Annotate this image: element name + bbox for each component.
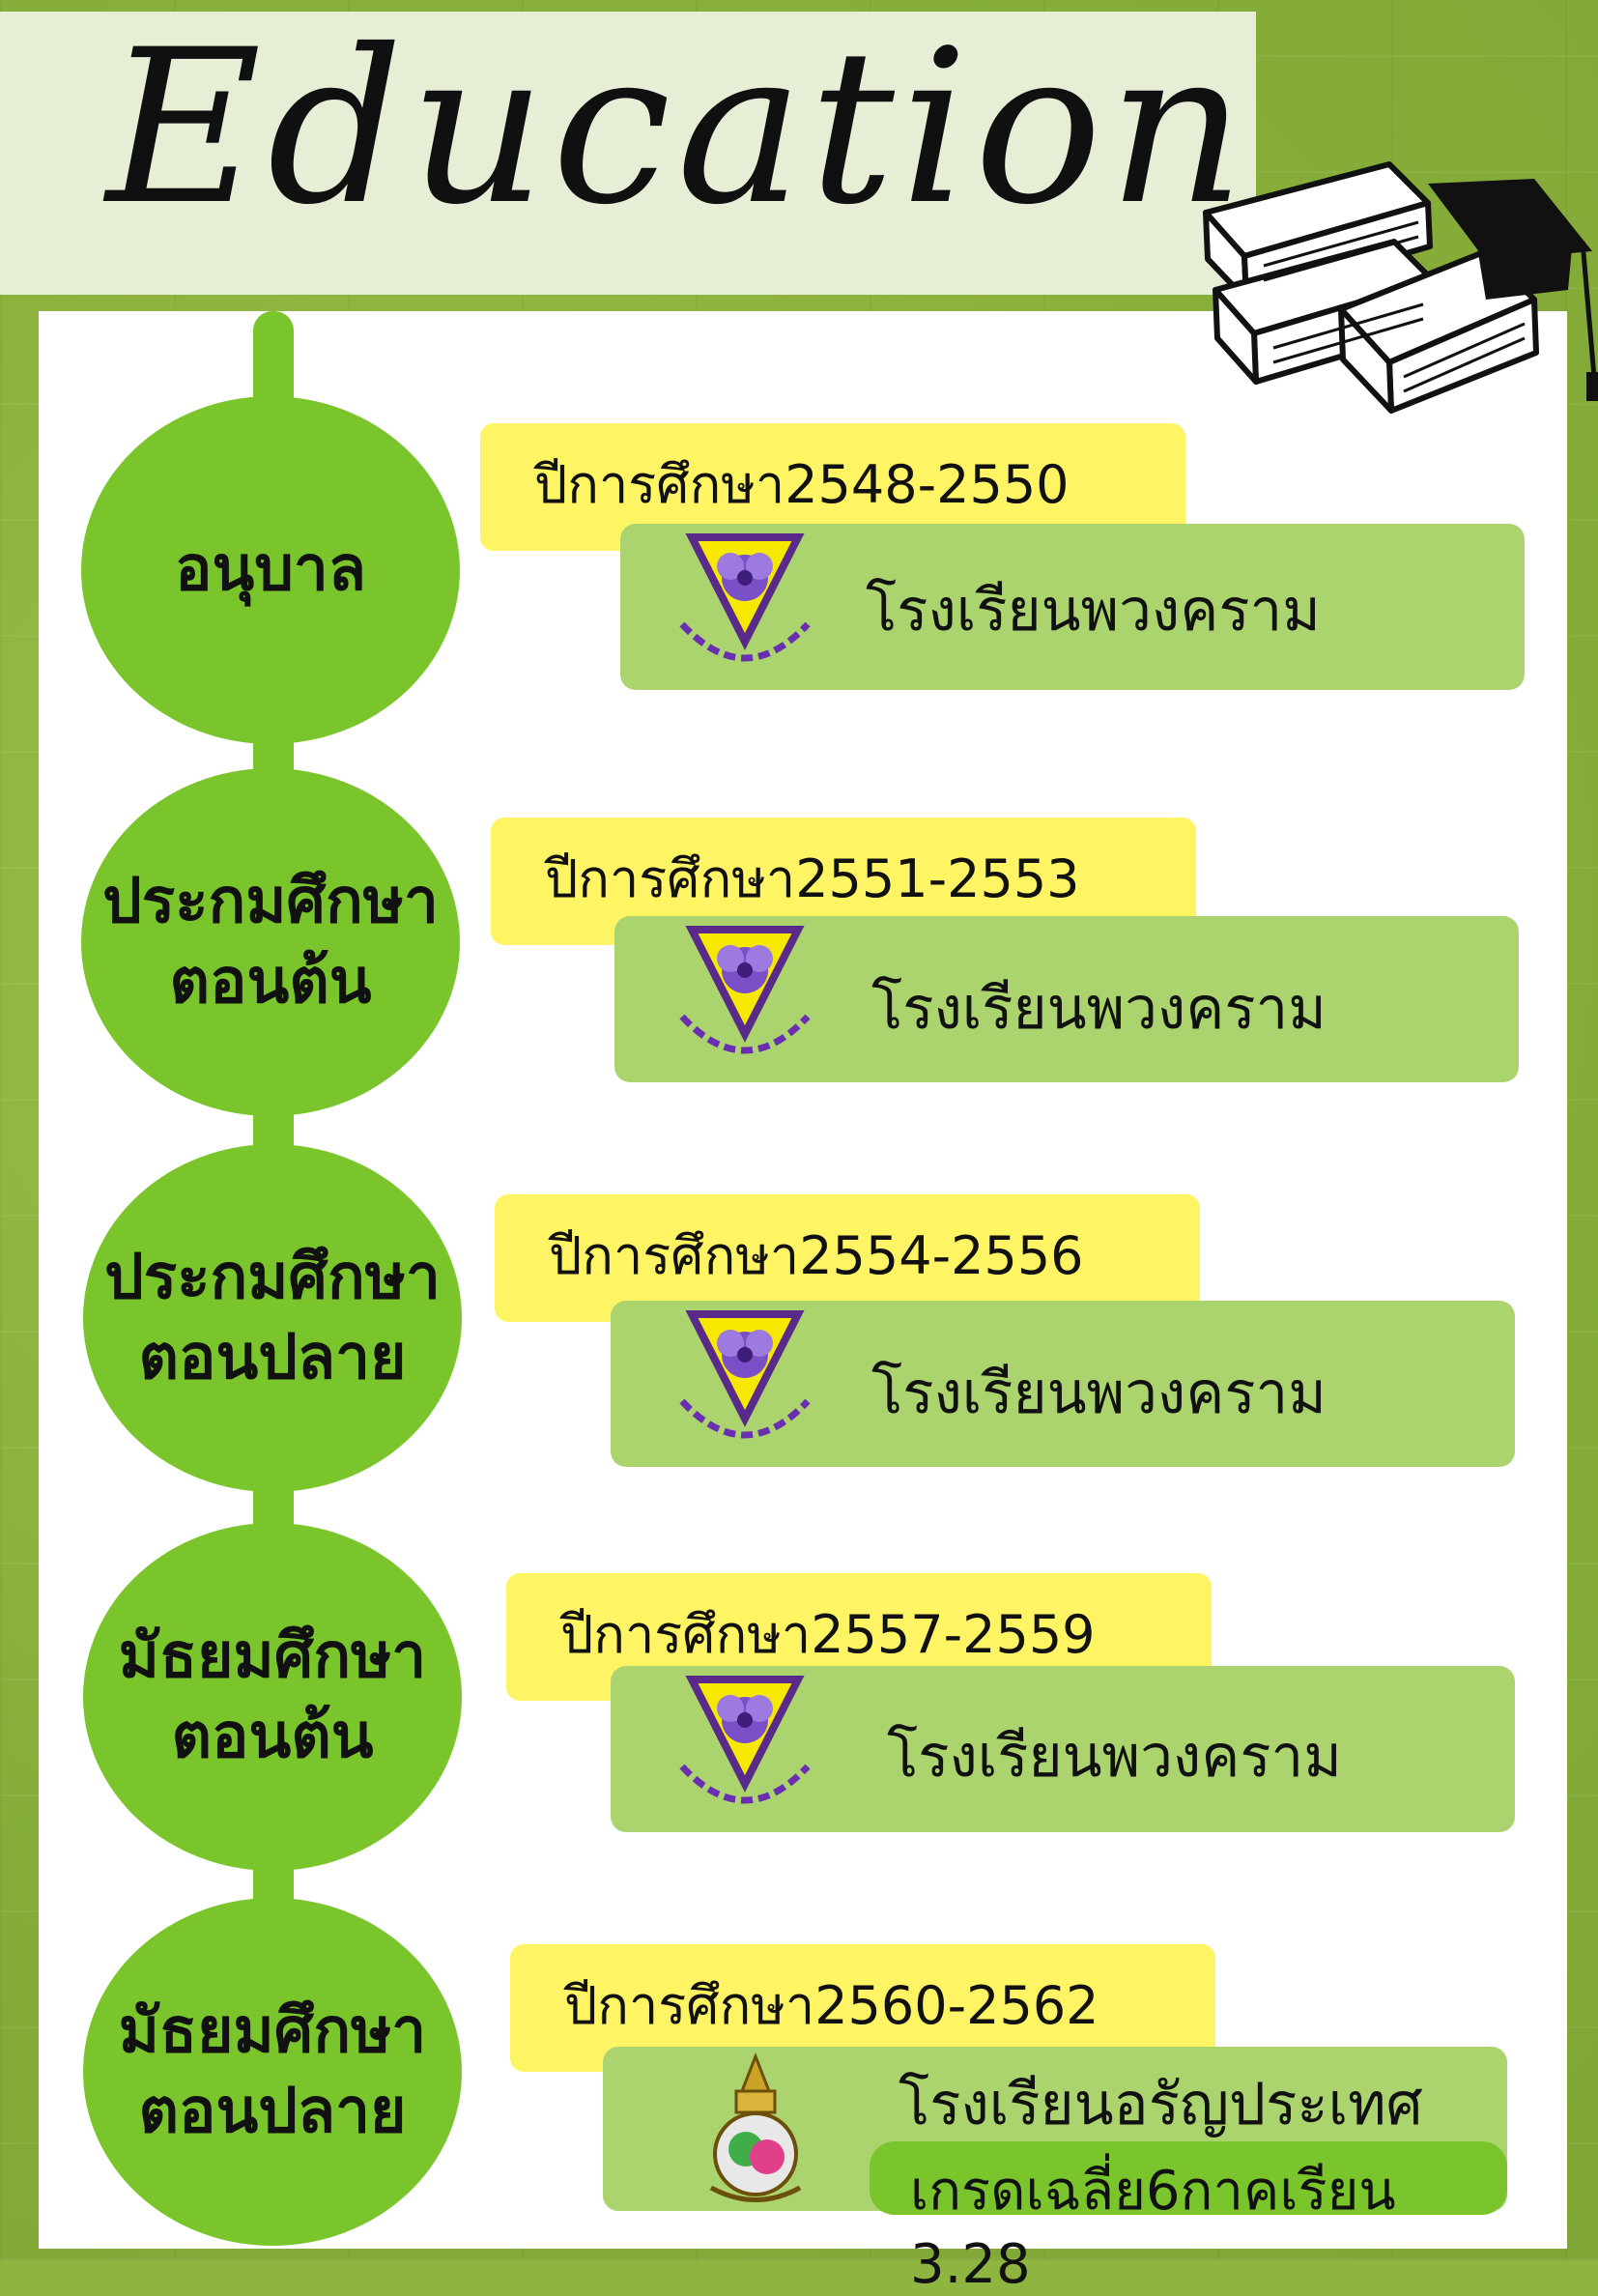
- violet-school-emblem-icon: [679, 1676, 811, 1804]
- level-secondary-upper: มัธยมศึกษา ตอนปลาย: [83, 1898, 462, 2246]
- school-name-5: โรงเรียนอรัญประเทศ: [899, 2071, 1423, 2138]
- violet-school-emblem-icon: [679, 926, 811, 1054]
- level-kindergarten: อนุบาล: [81, 396, 460, 744]
- school-name-3: โรงเรียนพวงคราม: [871, 1360, 1327, 1427]
- school-name-4: โรงเรียนพวงคราม: [887, 1723, 1342, 1791]
- grade-badge: เกรดเฉลี่ย6กาคเรียน 3.28: [870, 2141, 1507, 2296]
- school-name-1: โรงเรียนพวงคราม: [866, 577, 1321, 645]
- school-name-2: โรงเรียนพวงคราม: [871, 975, 1327, 1043]
- violet-school-emblem-icon: [679, 533, 811, 662]
- violet-school-emblem-icon: [679, 1310, 811, 1439]
- books-graduation-cap-icon: [1203, 161, 1598, 414]
- level-primary-upper: ประกมศึกษา ตอนปลาย: [83, 1144, 462, 1492]
- level-primary-lower: ประกมศึกษา ตอนต้น: [81, 768, 460, 1116]
- page-title: Education: [106, 4, 1251, 251]
- royal-crest-emblem-icon: [709, 2052, 802, 2202]
- title-banner: Education: [0, 12, 1256, 295]
- level-secondary-lower: มัธยมศึกษา ตอนต้น: [83, 1523, 462, 1871]
